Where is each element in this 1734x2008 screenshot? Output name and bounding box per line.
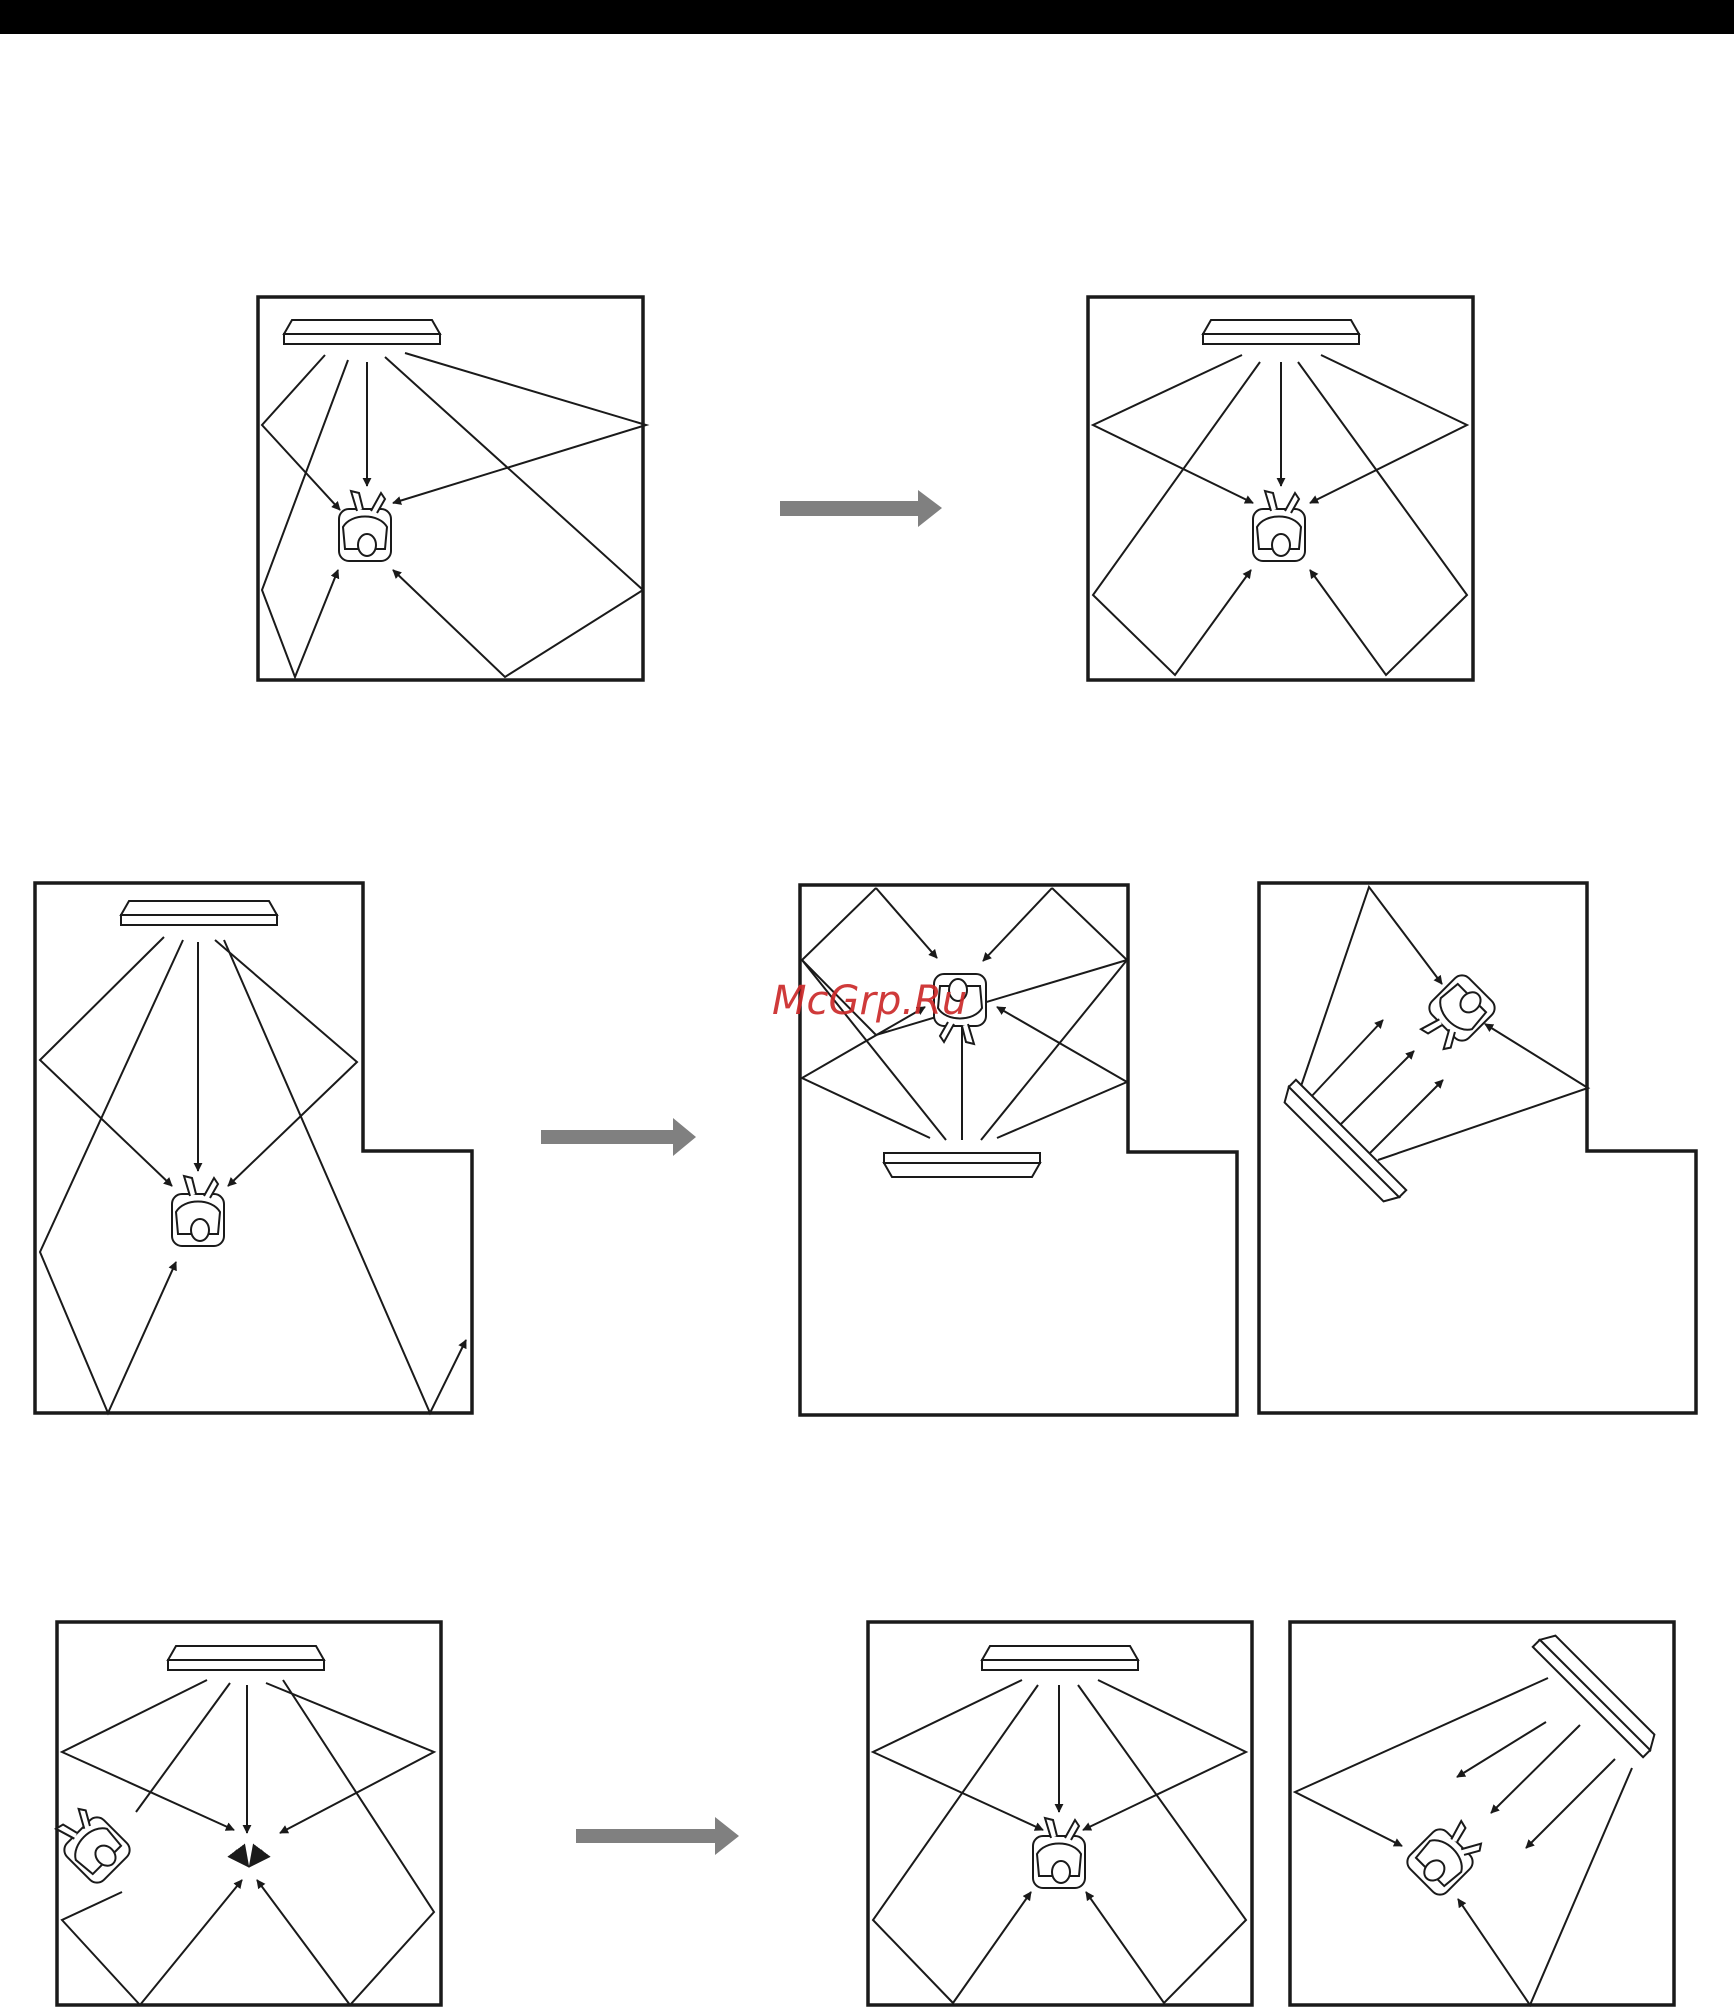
seated-listener-icon (1253, 491, 1305, 561)
watermark-text: McGrp.Ru (772, 978, 967, 1024)
room-outlines (35, 297, 1696, 2005)
right-arrow-icon (780, 490, 942, 527)
seated-listener-icon (1413, 971, 1499, 1057)
transition-arrows (541, 490, 942, 1855)
right-arrow-icon (541, 1118, 696, 1156)
soundbar-icon (121, 901, 277, 925)
soundbar-icon (884, 1153, 1040, 1177)
big-arrowheads (236, 1850, 262, 1866)
listeners (48, 491, 1499, 1899)
soundbar-icon (1203, 320, 1359, 344)
seated-listener-icon (1403, 1813, 1489, 1899)
soundbar-icon (284, 320, 440, 344)
soundbar-icon (1279, 1080, 1406, 1207)
seated-listener-icon (172, 1176, 224, 1246)
seated-listener-icon (48, 1801, 134, 1887)
soundbar-icon (1533, 1630, 1660, 1757)
soundbar-icon (168, 1646, 324, 1670)
seated-listener-icon (339, 491, 391, 561)
right-arrow-icon (576, 1817, 739, 1855)
soundbar-icon (982, 1646, 1138, 1670)
